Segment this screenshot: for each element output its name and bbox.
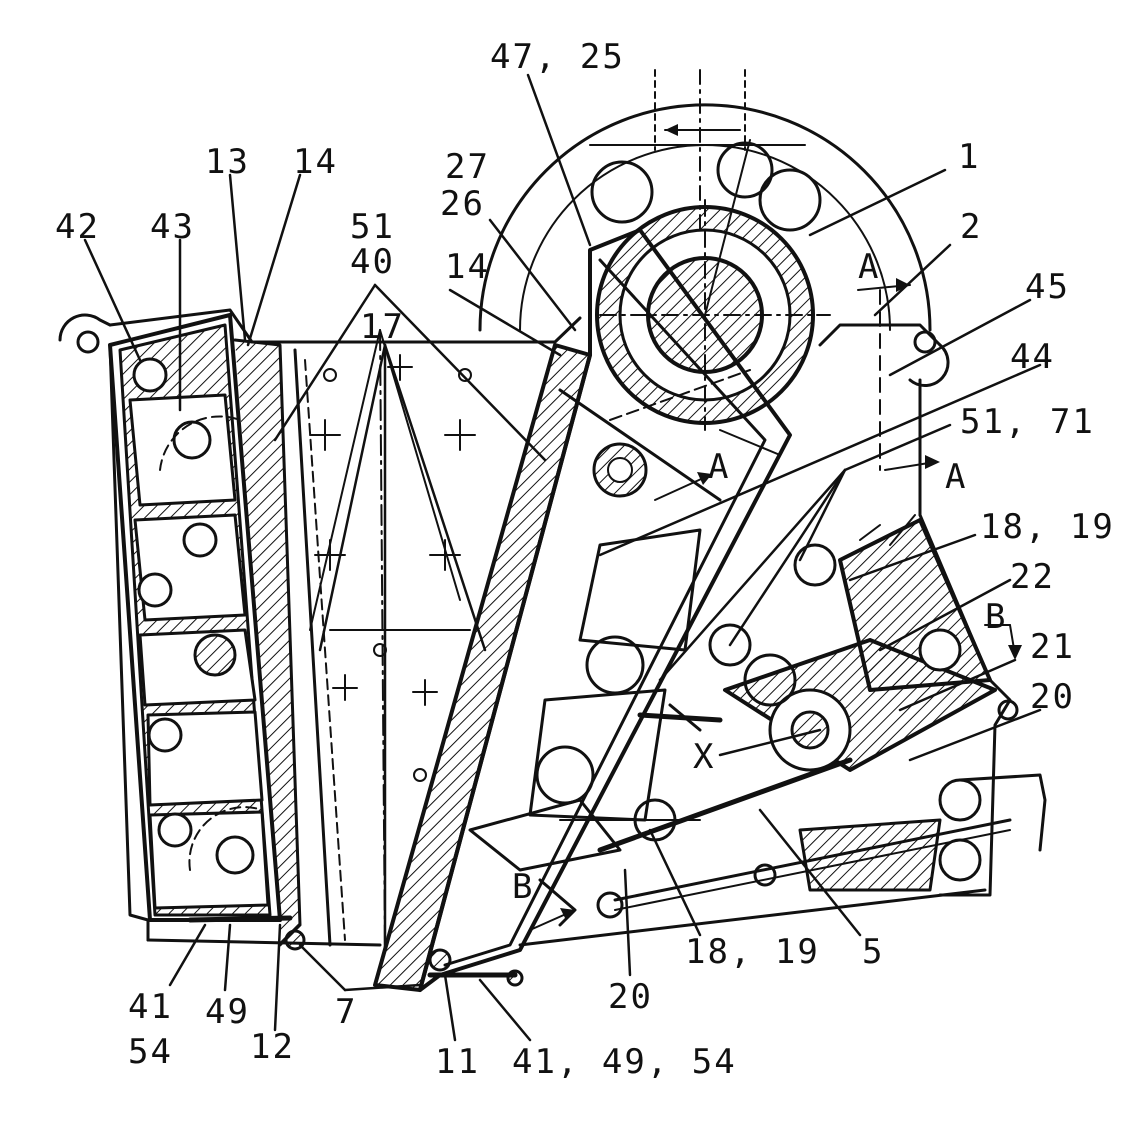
label-12: 12 (250, 1027, 295, 1067)
label-27: 27 (445, 147, 490, 187)
label-21: 21 (1030, 627, 1075, 667)
fixed-jaw (108, 313, 346, 951)
label-41-49-54: 41, 49, 54 (512, 1042, 737, 1082)
section-label-a-top: A (858, 247, 881, 287)
label-14-mid: 14 (445, 247, 490, 287)
label-13: 13 (205, 142, 250, 182)
label-43: 43 (150, 207, 195, 247)
label-x: X (693, 737, 716, 777)
label-1: 1 (958, 137, 981, 177)
section-label-b-left: B (512, 867, 535, 907)
label-22: 22 (1010, 557, 1055, 597)
label-51-71: 51, 71 (960, 402, 1095, 442)
label-20-bottom: 20 (608, 977, 653, 1017)
label-45: 45 (1025, 267, 1070, 307)
flywheel (478, 69, 932, 332)
section-label-b-right: B (985, 597, 1008, 637)
label-14-top: 14 (293, 142, 338, 182)
label-7: 7 (335, 992, 358, 1032)
label-40: 40 (350, 242, 395, 282)
eccentric-shaft (595, 139, 831, 431)
label-51: 51 (350, 207, 395, 247)
label-47-25: 47, 25 (490, 37, 625, 77)
label-20-right: 20 (1030, 677, 1075, 717)
label-18-19-right: 18, 19 (980, 507, 1115, 547)
label-2: 2 (960, 207, 983, 247)
section-label-a-right: A (945, 457, 968, 497)
section-label-a-mid: A (708, 447, 731, 487)
label-26: 26 (440, 184, 485, 224)
label-54: 54 (128, 1032, 173, 1072)
toggle-mechanism (596, 514, 1047, 919)
label-18-19-bottom: 18, 19 (685, 932, 820, 972)
label-44: 44 (1010, 337, 1055, 377)
label-42: 42 (55, 207, 100, 247)
label-41: 41 (128, 987, 173, 1027)
label-17: 17 (360, 307, 405, 347)
section-markers (529, 278, 1022, 931)
label-11: 11 (435, 1042, 480, 1082)
label-49: 49 (205, 992, 250, 1032)
swing-jaw (373, 228, 792, 992)
leader-lines (83, 73, 1042, 1042)
label-5: 5 (862, 932, 885, 972)
